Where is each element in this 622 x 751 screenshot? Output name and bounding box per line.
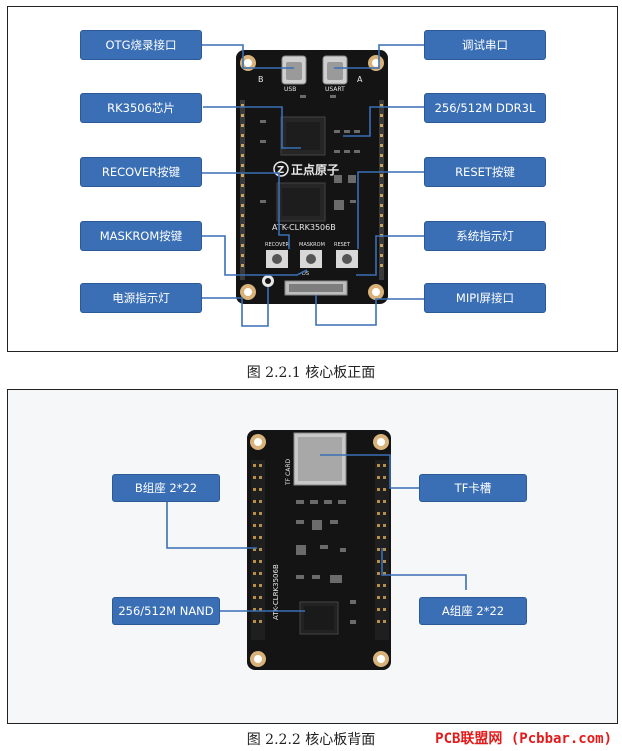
label-uart: 调试串口 [424,30,546,60]
label-rk3506: RK3506芯片 [80,93,202,123]
svg-text:Z: Z [277,165,284,176]
front-leader-lines [202,44,424,327]
label-nand: 256/512M NAND [112,597,220,625]
label-sys-led: 系统指示灯 [424,221,546,251]
figure1-caption: 图 2.2.1 核心板正面 [246,365,376,381]
label-b-header: B组座 2*22 [112,474,220,502]
tf-silk: TF CARD [285,459,292,486]
label-otg: OTG烧录接口 [80,30,202,60]
watermark: PCB联盟网 (Pcbbar.com) [435,731,612,747]
maskrom-silk: MASKROM [299,242,325,248]
label-a-header: A组座 2*22 [419,597,527,625]
reset-silk: RESET [334,242,351,248]
label-reset: RESET按键 [424,157,546,187]
a-silk: A [357,75,363,84]
label-maskrom: MASKROM按键 [80,221,202,251]
label-recover: RECOVER按键 [80,157,202,187]
back-model-text: ATK-CLRK3506B [272,564,280,620]
label-tf: TF卡槽 [419,474,527,502]
figure2-caption: 图 2.2.2 核心板背面 [246,732,376,748]
front-logo-text: 正点原子 [291,162,339,177]
recover-silk: RECOVER [265,242,290,248]
front-board: Z 正点原子 ATK-CLRK3506B USB USART B A RECOV… [236,50,388,304]
label-power-led: 电源指示灯 [80,283,202,313]
usart-silk: USART [325,86,345,93]
back-leader-lines [166,454,467,612]
label-ddr: 256/512M DDR3L [424,93,546,123]
front-model-text: ATK-CLRK3506B [272,223,336,232]
usb-silk: USB [284,86,296,93]
back-board: TF CARD ATK-CLRK3506B [247,430,391,670]
b-silk: B [258,75,264,84]
label-mipi: MIPI屏接口 [424,283,546,313]
ds-silk: DS [302,271,309,277]
